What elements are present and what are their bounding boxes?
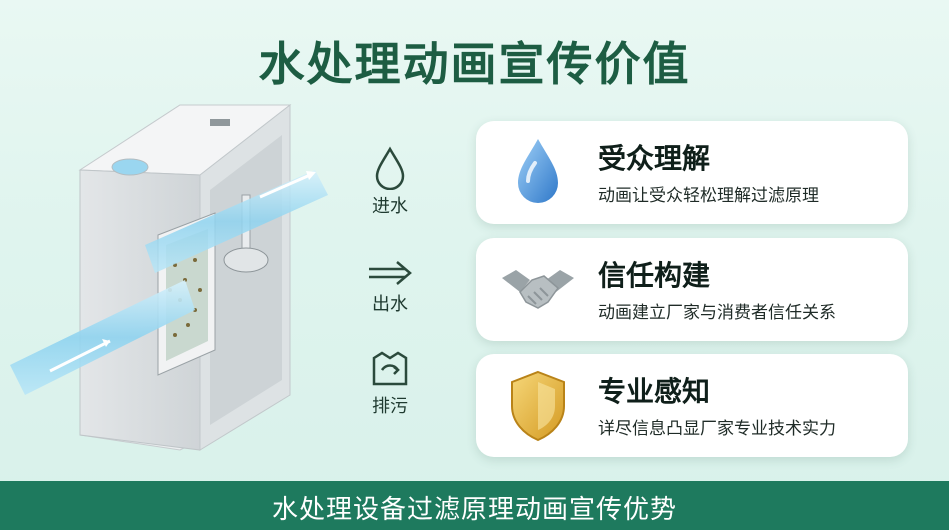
card-description: 动画让受众轻松理解过滤原理 <box>598 186 819 206</box>
card-audience-understanding: 受众理解 动画让受众轻松理解过滤原理 <box>476 121 908 224</box>
legend-label-drain: 排污 <box>372 396 408 417</box>
legend-label-outlet: 出水 <box>372 294 408 315</box>
legend-item-inlet: 进水 <box>350 146 430 218</box>
card-description: 详尽信息凸显厂家专业技术实力 <box>598 419 836 439</box>
page-title: 水处理动画宣传价值 <box>258 37 691 91</box>
drain-box-icon <box>372 351 408 386</box>
card-trust-building: 信任构建 动画建立厂家与消费者信任关系 <box>476 238 908 341</box>
card-title: 专业感知 <box>598 375 711 408</box>
card-title: 受众理解 <box>598 142 711 175</box>
water-drop-icon <box>375 146 405 190</box>
blue-water-drop-icon <box>498 135 578 211</box>
card-description: 动画建立厂家与消费者信任关系 <box>598 303 836 323</box>
legend-item-drain: 排污 <box>350 350 430 418</box>
footer-banner: 水处理设备过滤原理动画宣传优势 <box>0 481 949 530</box>
water-treatment-illustration <box>10 95 350 465</box>
legend-label-inlet: 进水 <box>372 196 408 217</box>
card-title: 信任构建 <box>598 259 711 292</box>
gold-shield-icon <box>498 368 578 444</box>
footer-text: 水处理设备过滤原理动画宣传优势 <box>271 495 677 525</box>
legend-item-outlet: 出水 <box>350 258 430 316</box>
double-arrow-right-icon <box>369 261 412 285</box>
handshake-icon <box>498 252 578 328</box>
card-professional-perception: 专业感知 详尽信息凸显厂家专业技术实力 <box>476 354 908 457</box>
